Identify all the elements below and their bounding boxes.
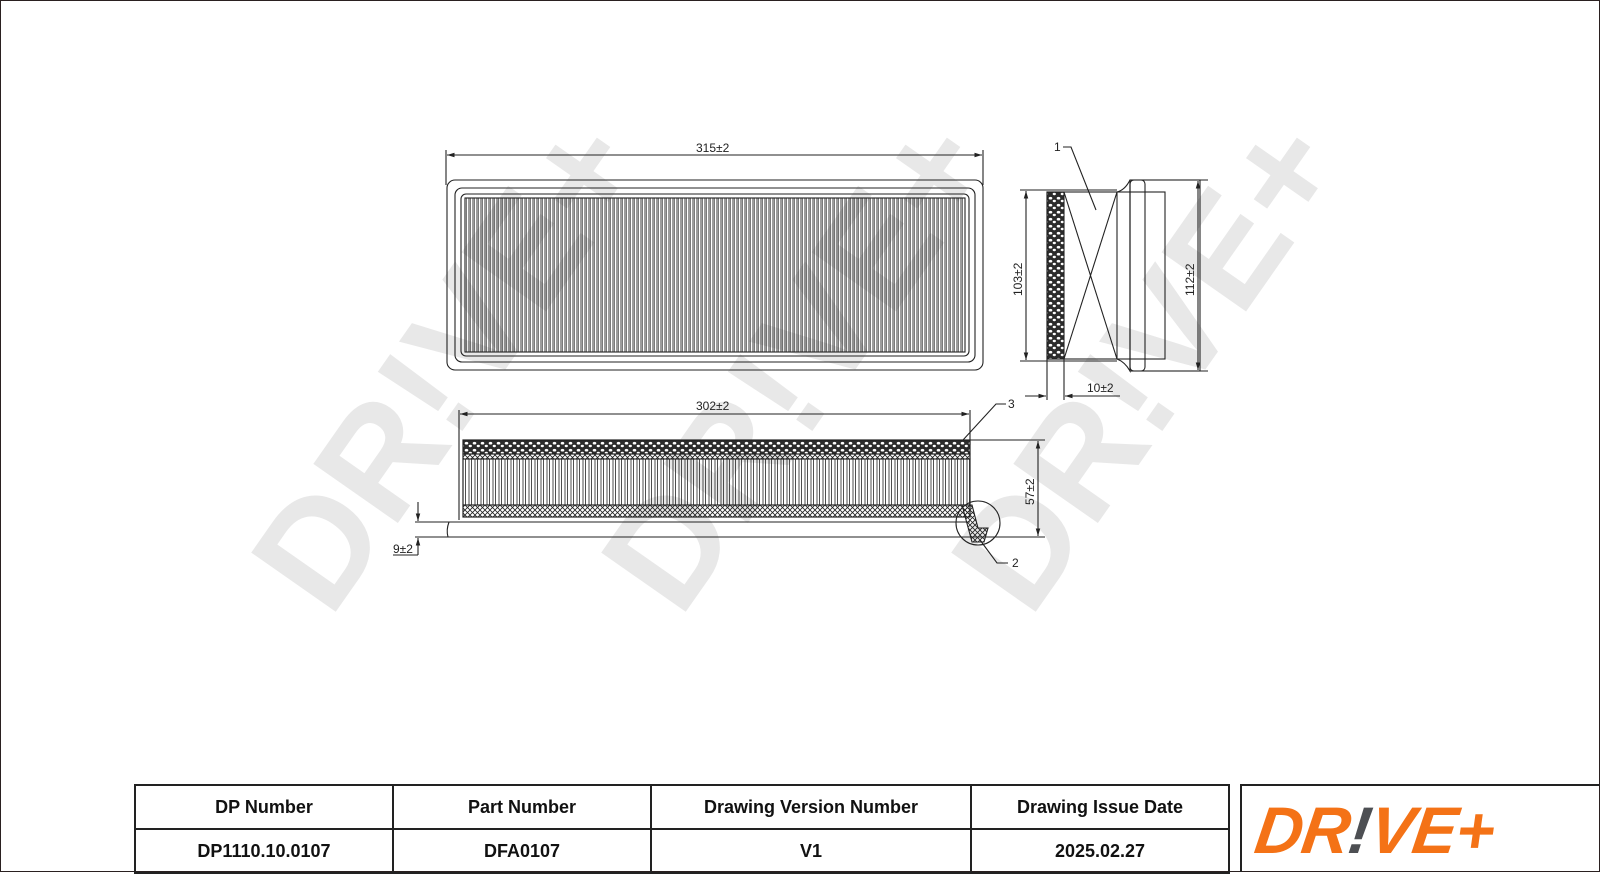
logo-text-ve: VE+	[1365, 793, 1500, 867]
side-view	[393, 403, 1045, 564]
dim-side-length: 302±2	[696, 399, 730, 413]
callout-3: 3	[1008, 397, 1015, 411]
top-view	[445, 150, 984, 371]
value-drawing-version: V1	[650, 828, 972, 874]
dim-outer-height: 112±2	[1183, 263, 1197, 296]
header-dp-number: DP Number	[134, 784, 394, 830]
header-part-number: Part Number	[392, 784, 652, 830]
title-block-table: DP Number Part Number Drawing Version Nu…	[134, 784, 1230, 874]
header-issue-date: Drawing Issue Date	[970, 784, 1230, 830]
value-part-number: DFA0107	[392, 828, 652, 874]
dim-media-thickness: 10±2	[1087, 381, 1114, 395]
logo-text-dr: DR	[1250, 793, 1355, 867]
dim-top-length: 315±2	[696, 141, 730, 155]
value-issue-date: 2025.02.27	[970, 828, 1230, 874]
dim-inner-height: 103±2	[1011, 262, 1025, 296]
title-block: DP Number Part Number Drawing Version Nu…	[134, 784, 1600, 874]
title-block-header-row: DP Number Part Number Drawing Version Nu…	[134, 784, 1230, 830]
title-block-value-row: DP1110.10.0107 DFA0107 V1 2025.02.27	[134, 828, 1230, 874]
header-drawing-version: Drawing Version Number	[650, 784, 972, 830]
end-view	[1020, 146, 1208, 400]
dim-overall-height: 57±2	[1023, 478, 1037, 505]
callout-2: 2	[1012, 556, 1019, 570]
watermark-group: DR!VE+ DR!VE+ DR!VE+	[219, 88, 1375, 638]
value-dp-number: DP1110.10.0107	[134, 828, 394, 874]
logo-cell: DR!VE+	[1240, 784, 1600, 872]
drive-plus-logo: DR!VE+	[1250, 793, 1500, 867]
callout-1: 1	[1054, 140, 1061, 154]
dim-seal-height: 9±2	[393, 542, 413, 556]
